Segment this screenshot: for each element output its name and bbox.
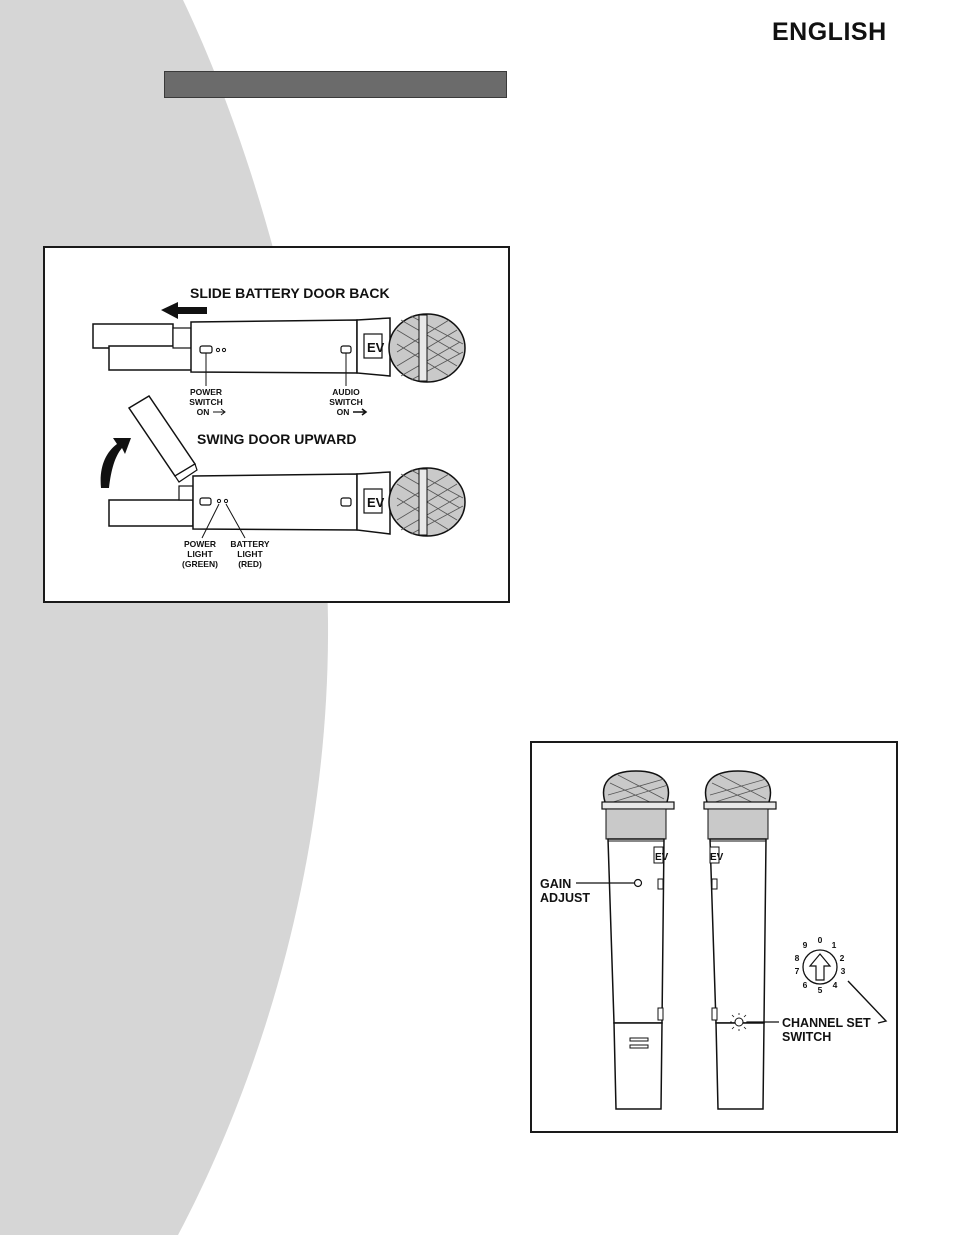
power-switch-label-3: ON [197, 407, 210, 417]
microphone-right: EV [703, 770, 777, 1110]
battery-door-icon [127, 394, 197, 478]
gain-adjust-label-2: ADJUST [540, 891, 590, 905]
battery-light-label-1: BATTERY [230, 539, 270, 549]
dial-number-4: 4 [833, 980, 838, 990]
channel-set-illustration: EV EV GAIN ADJUST [540, 770, 888, 1110]
channel-dial: 0 1 2 3 4 5 6 7 8 9 [795, 935, 846, 995]
microphone-left: EV [601, 770, 675, 1110]
ev-logo: EV [367, 340, 385, 355]
right-arrow-icon [353, 408, 368, 416]
power-switch-label-1: POWER [190, 387, 222, 397]
dial-number-6: 6 [803, 980, 808, 990]
dial-number-9: 9 [803, 940, 808, 950]
left-arrow-icon [161, 302, 207, 319]
dial-number-8: 8 [795, 953, 800, 963]
dial-arrow-icon [808, 953, 832, 981]
channel-set-switch-icon [730, 1013, 748, 1031]
battery-door-figure: SLIDE BATTERY DOOR BACK EV POWER SWITCH [43, 246, 510, 603]
swing-door-heading: SWING DOOR UPWARD [197, 431, 356, 447]
dial-number-1: 1 [832, 940, 837, 950]
microphone-top: EV [92, 313, 466, 383]
power-light-label-1: POWER [184, 539, 216, 549]
ev-logo: EV [367, 495, 385, 510]
battery-door-illustration: SLIDE BATTERY DOOR BACK EV POWER SWITCH [92, 285, 466, 569]
audio-switch-label-2: SWITCH [329, 397, 363, 407]
dial-number-0: 0 [818, 935, 823, 945]
mic-grille-icon [704, 770, 772, 806]
microphone-bottom: EV [108, 467, 466, 537]
battery-light-label-3: (RED) [238, 559, 262, 569]
ev-logo: EV [710, 852, 724, 863]
ev-logo: EV [655, 852, 669, 863]
power-light-icon [216, 498, 222, 504]
audio-switch-label-1: AUDIO [332, 387, 360, 397]
power-light-label-3: (GREEN) [182, 559, 218, 569]
section-header-bar [164, 71, 507, 98]
language-title: ENGLISH [772, 18, 887, 46]
channel-set-figure: EV EV GAIN ADJUST [530, 741, 898, 1133]
dial-number-7: 7 [795, 966, 800, 976]
dial-number-2: 2 [840, 953, 845, 963]
right-arrow-icon [213, 408, 226, 416]
power-switch-icon [199, 345, 213, 354]
slide-door-heading: SLIDE BATTERY DOOR BACK [190, 285, 390, 301]
gain-adjust-label-1: GAIN [540, 877, 571, 891]
dial-number-3: 3 [841, 966, 846, 976]
dial-number-5: 5 [818, 985, 823, 995]
curved-arrow-icon [100, 438, 131, 488]
mic-grille-icon [602, 770, 670, 806]
battery-light-icon [223, 498, 229, 504]
gain-adjust-icon [633, 878, 643, 888]
battery-light-label-2: LIGHT [237, 549, 263, 559]
channel-set-label-2: SWITCH [782, 1030, 831, 1044]
power-switch-label-2: SWITCH [189, 397, 223, 407]
power-light-label-2: LIGHT [187, 549, 213, 559]
audio-switch-icon [340, 345, 352, 354]
audio-switch-label-3: ON [337, 407, 350, 417]
channel-set-label-1: CHANNEL SET [782, 1016, 871, 1030]
